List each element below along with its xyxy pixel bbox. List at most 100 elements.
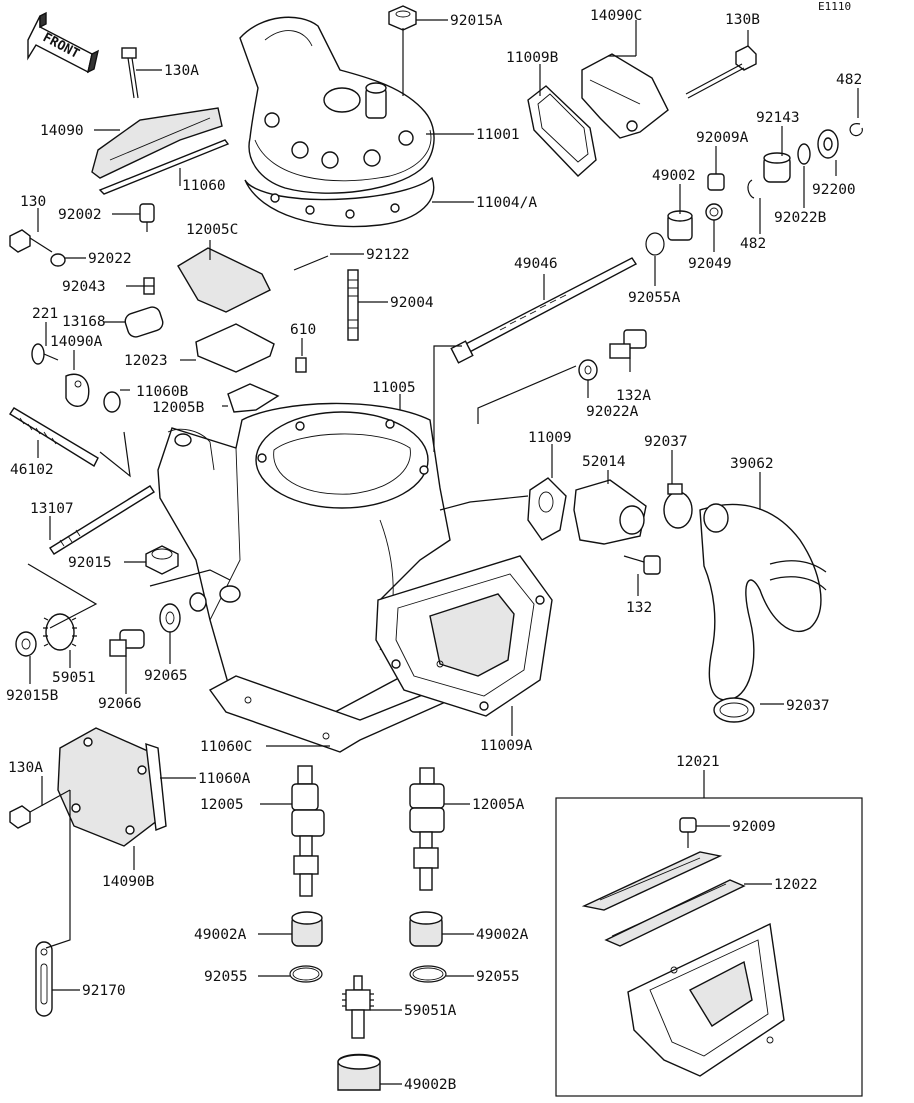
label-59051: 59051 bbox=[52, 670, 96, 686]
plate-14090a-icon bbox=[65, 373, 90, 407]
cover-14090b bbox=[57, 727, 159, 847]
gasket-11009b bbox=[527, 85, 597, 177]
bolt-130a-icon bbox=[121, 47, 139, 99]
seal-49002a-left-icon bbox=[291, 911, 323, 947]
label-482-upper: 482 bbox=[836, 72, 862, 88]
label-12021: 12021 bbox=[676, 754, 720, 770]
label-132a: 132A bbox=[616, 388, 651, 404]
label-92200: 92200 bbox=[812, 182, 856, 198]
label-92170: 92170 bbox=[82, 983, 126, 999]
label-92055-right: 92055 bbox=[476, 969, 520, 985]
gear-59051-icon bbox=[43, 613, 77, 651]
label-482-lower: 482 bbox=[740, 236, 766, 252]
gasket-11009 bbox=[527, 477, 567, 541]
part-labels: 92015A 14090C 130B 130A 11009B 482 14090… bbox=[6, 8, 862, 1093]
cover-12023 bbox=[195, 323, 275, 373]
bracket-92170 bbox=[35, 941, 53, 1017]
gear-59051a-icon bbox=[342, 975, 374, 1039]
label-11009b: 11009B bbox=[506, 50, 559, 66]
nut-92015-icon bbox=[145, 545, 179, 575]
bolt-130b-icon bbox=[685, 45, 757, 99]
label-11060: 11060 bbox=[182, 178, 226, 194]
hose-39062 bbox=[699, 503, 827, 701]
label-11009: 11009 bbox=[528, 430, 572, 446]
label-49002: 49002 bbox=[652, 168, 696, 184]
label-92043: 92043 bbox=[62, 279, 106, 295]
washer-92022a-icon bbox=[578, 359, 598, 381]
label-92122: 92122 bbox=[366, 247, 410, 263]
label-92049: 92049 bbox=[688, 256, 732, 272]
kit-12021-box bbox=[555, 797, 863, 1097]
label-11060a: 11060A bbox=[198, 771, 251, 787]
label-92055-left: 92055 bbox=[204, 969, 248, 985]
label-39062: 39062 bbox=[730, 456, 774, 472]
label-12005: 12005 bbox=[200, 797, 244, 813]
nut-92015b-icon bbox=[15, 631, 37, 657]
fitting-52014 bbox=[573, 479, 647, 545]
reed-12022 bbox=[581, 851, 746, 947]
seal-49002b-icon bbox=[337, 1053, 381, 1091]
valve-12005 bbox=[291, 765, 325, 897]
shaft-49046 bbox=[450, 257, 638, 364]
bolt-92002-icon bbox=[139, 203, 155, 232]
label-92066: 92066 bbox=[98, 696, 142, 712]
label-13107: 13107 bbox=[30, 501, 74, 517]
label-92022b: 92022B bbox=[774, 210, 827, 226]
ring-92049-icon bbox=[705, 203, 723, 221]
bolt-130a2-icon bbox=[9, 789, 71, 829]
label-130a: 130A bbox=[164, 63, 199, 79]
oil-seal-49002-icon bbox=[667, 210, 693, 241]
collar-92022b-icon bbox=[797, 143, 811, 165]
shaft-13107 bbox=[49, 485, 155, 555]
holder-13168-icon bbox=[124, 306, 164, 338]
pin-610-icon bbox=[295, 357, 307, 373]
label-49002a-left: 49002A bbox=[194, 927, 247, 943]
label-12023: 12023 bbox=[124, 353, 168, 369]
o-ring-92055a-icon bbox=[645, 232, 665, 256]
label-46102: 46102 bbox=[10, 462, 54, 478]
label-92037-upper: 92037 bbox=[644, 434, 688, 450]
label-92055a: 92055A bbox=[628, 290, 681, 306]
gasket-11060a bbox=[145, 742, 167, 831]
label-92022a: 92022A bbox=[586, 404, 639, 420]
cover-14090c bbox=[581, 53, 669, 139]
screw-221-icon bbox=[31, 343, 59, 365]
valve-12005c bbox=[177, 247, 271, 313]
label-11005: 11005 bbox=[372, 380, 416, 396]
bolt-130-icon bbox=[9, 229, 53, 253]
washer-92065-icon bbox=[159, 603, 181, 633]
label-14090: 14090 bbox=[40, 123, 84, 139]
label-11004a: 11004/A bbox=[476, 195, 537, 211]
screw-92009-icon bbox=[679, 817, 697, 848]
label-12005b: 12005B bbox=[152, 400, 205, 416]
seal-49002a-right-icon bbox=[409, 911, 443, 947]
circlip-482-icon bbox=[849, 123, 863, 137]
clamp-92037b-icon bbox=[713, 697, 755, 723]
label-92015a: 92015A bbox=[450, 13, 503, 29]
reed-cage-12021 bbox=[627, 922, 785, 1077]
plug-92066-icon bbox=[109, 629, 145, 657]
label-59051a: 59051A bbox=[404, 1003, 457, 1019]
label-12005a: 12005A bbox=[472, 797, 525, 813]
label-92002: 92002 bbox=[58, 207, 102, 223]
label-92015b: 92015B bbox=[6, 688, 59, 704]
label-11001: 11001 bbox=[476, 127, 520, 143]
label-132: 132 bbox=[626, 600, 652, 616]
label-12022: 12022 bbox=[774, 877, 818, 893]
label-92143: 92143 bbox=[756, 110, 800, 126]
o-ring-92055-right-icon bbox=[409, 965, 447, 983]
reed-cage-11009a bbox=[375, 555, 553, 717]
valve-12005a bbox=[409, 767, 445, 891]
label-49002a-right: 49002A bbox=[476, 927, 529, 943]
label-11060b: 11060B bbox=[136, 384, 189, 400]
label-92009a: 92009A bbox=[696, 130, 749, 146]
label-92022: 92022 bbox=[88, 251, 132, 267]
gasket-11060b-icon bbox=[103, 391, 121, 413]
label-52014: 52014 bbox=[582, 454, 626, 470]
cylinder-head-11001 bbox=[239, 16, 435, 194]
circlip-482b-icon bbox=[747, 179, 755, 199]
label-130b: 130B bbox=[725, 12, 760, 28]
label-14090b: 14090B bbox=[102, 874, 155, 890]
plate-12005b bbox=[227, 383, 280, 413]
